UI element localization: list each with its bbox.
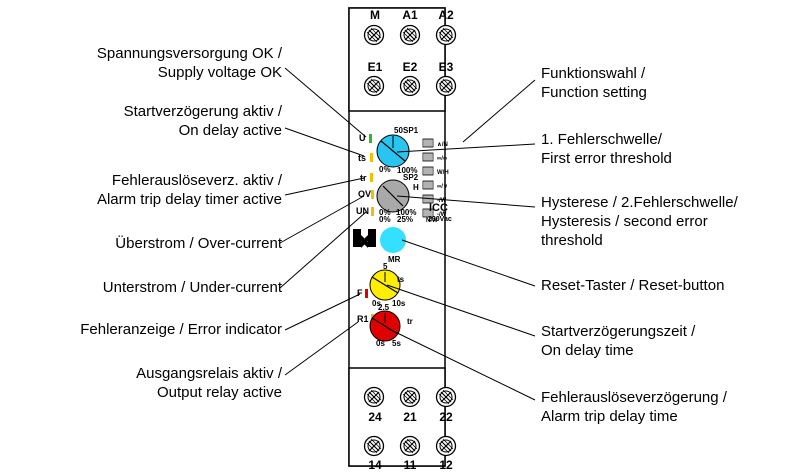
tr-min: 0s	[376, 339, 385, 348]
terminal-label-24: 24	[368, 410, 382, 424]
terminal-label-e3: E3	[439, 60, 454, 74]
sp2-label: SP2	[403, 173, 419, 182]
sp1-max: 100%	[397, 166, 417, 175]
led-ov-yellow	[371, 190, 374, 199]
terminal-label-21: 21	[403, 410, 417, 424]
sp2-min-a: 0%	[379, 208, 391, 217]
led-tr-yellow	[370, 173, 373, 182]
terminal-label-a1: A1	[402, 8, 418, 22]
terminal-label-e2: E2	[403, 60, 418, 74]
led-un-yellow	[371, 207, 374, 216]
led-label-ts: ts	[358, 153, 366, 163]
screw-terminal-icon	[435, 24, 457, 46]
sp1-min: 0%	[379, 165, 391, 174]
function-row-3: W/H	[437, 170, 449, 176]
leader-lines-right	[386, 79, 536, 401]
sp1-label: SP1	[403, 126, 419, 135]
led-label-u: U	[359, 133, 366, 143]
ts-max: 10s	[392, 299, 406, 308]
ts-knob-label: ts	[397, 275, 405, 284]
reset-button[interactable]	[380, 227, 406, 253]
screw-terminal-icon	[435, 75, 457, 97]
ts-mark: 5	[383, 262, 388, 271]
led-ts-yellow	[370, 153, 373, 162]
screw-terminal-icon	[363, 386, 385, 408]
terminal-label-22: 22	[439, 410, 453, 424]
screw-terminal-icon	[399, 435, 421, 457]
bottom-terminal-block	[348, 367, 446, 467]
screw-terminal-icon	[399, 24, 421, 46]
top-terminal-block	[348, 7, 446, 112]
led-label-un: UN	[356, 206, 369, 216]
led-label-r1: R1	[357, 314, 369, 324]
function-switch-bank: ∧/N ∞/∞ W/H ∞/∨ -/W -/W N/W	[422, 138, 449, 224]
terminal-label-e1: E1	[368, 60, 383, 74]
terminal-label-11: 11	[404, 458, 417, 472]
model-name: ICC	[429, 202, 448, 214]
label-alarm-trip-delay-active: Fehlerauslöseverz. aktiv /Alarm trip del…	[96, 172, 282, 208]
screw-terminal-icon	[363, 435, 385, 457]
screw-terminal-icon	[435, 386, 457, 408]
screw-terminal-icon	[399, 75, 421, 97]
label-under-current: Unterstrom / Under-current	[102, 279, 282, 296]
tr-knob-label: tr	[407, 317, 413, 326]
model-voltage: 230Vac	[428, 216, 452, 223]
sp2-min-b: 0%	[379, 215, 391, 224]
led-label-f: F	[357, 288, 363, 298]
terminal-label-14: 14	[368, 458, 382, 472]
function-row-5: -/W	[437, 198, 447, 204]
label-on-delay-active: Startverzögerung aktiv /On delay active	[123, 103, 282, 139]
led-label-ov: OV	[358, 189, 371, 199]
sp2-sub-h: H	[413, 183, 419, 192]
label-first-error-threshold: 1. Fehlerschwelle/First error threshold	[541, 131, 672, 167]
led-supply-green	[369, 134, 372, 143]
led-error-red	[365, 289, 368, 298]
screw-terminal-icon	[363, 75, 385, 97]
sp2-max-b: 25%	[397, 215, 413, 224]
label-on-delay-time: Startverzögerungszeit /On delay time	[541, 323, 696, 359]
leader-lines-left	[279, 67, 367, 376]
label-over-current: Überstrom / Over-current	[115, 235, 282, 252]
function-row-4: ∞/∨	[437, 184, 448, 190]
tr-mark: 2.5	[378, 303, 390, 312]
function-row-1: ∧/N	[437, 142, 448, 148]
ts-min: 0s	[372, 299, 381, 308]
mr-label: MR	[388, 255, 401, 264]
sp1-mark-50: 50	[394, 126, 403, 135]
label-reset-button: Reset-Taster / Reset-button	[541, 277, 725, 294]
label-function-setting: Funktionswahl /Function setting	[541, 65, 647, 101]
tr-max: 5s	[392, 339, 401, 348]
function-row-7: N/W	[426, 218, 438, 224]
function-row-2: ∞/∞	[437, 156, 447, 162]
manufacturer-logo	[353, 229, 376, 248]
sp2-max-a: 100%	[396, 208, 416, 217]
screw-terminal-icon	[435, 435, 457, 457]
label-alarm-trip-delay-time: Fehlerauslöseverzögerung /Alarm trip del…	[541, 389, 727, 425]
label-output-relay: Ausgangsrelais aktiv /Output relay activ…	[136, 365, 282, 401]
label-error-indicator: Fehleranzeige / Error indicator	[80, 321, 282, 338]
terminal-label-a2: A2	[438, 8, 454, 22]
screw-terminal-icon	[363, 24, 385, 46]
terminal-label-m: M	[370, 8, 380, 22]
function-row-6: -/W	[437, 212, 447, 218]
label-hysteresis: Hysterese / 2.Fehlerschwelle/Hysteresis …	[541, 194, 738, 249]
label-supply-voltage: Spannungsversorgung OK /Supply voltage O…	[96, 45, 282, 81]
screw-terminal-icon	[399, 386, 421, 408]
terminal-label-12: 12	[439, 458, 453, 472]
